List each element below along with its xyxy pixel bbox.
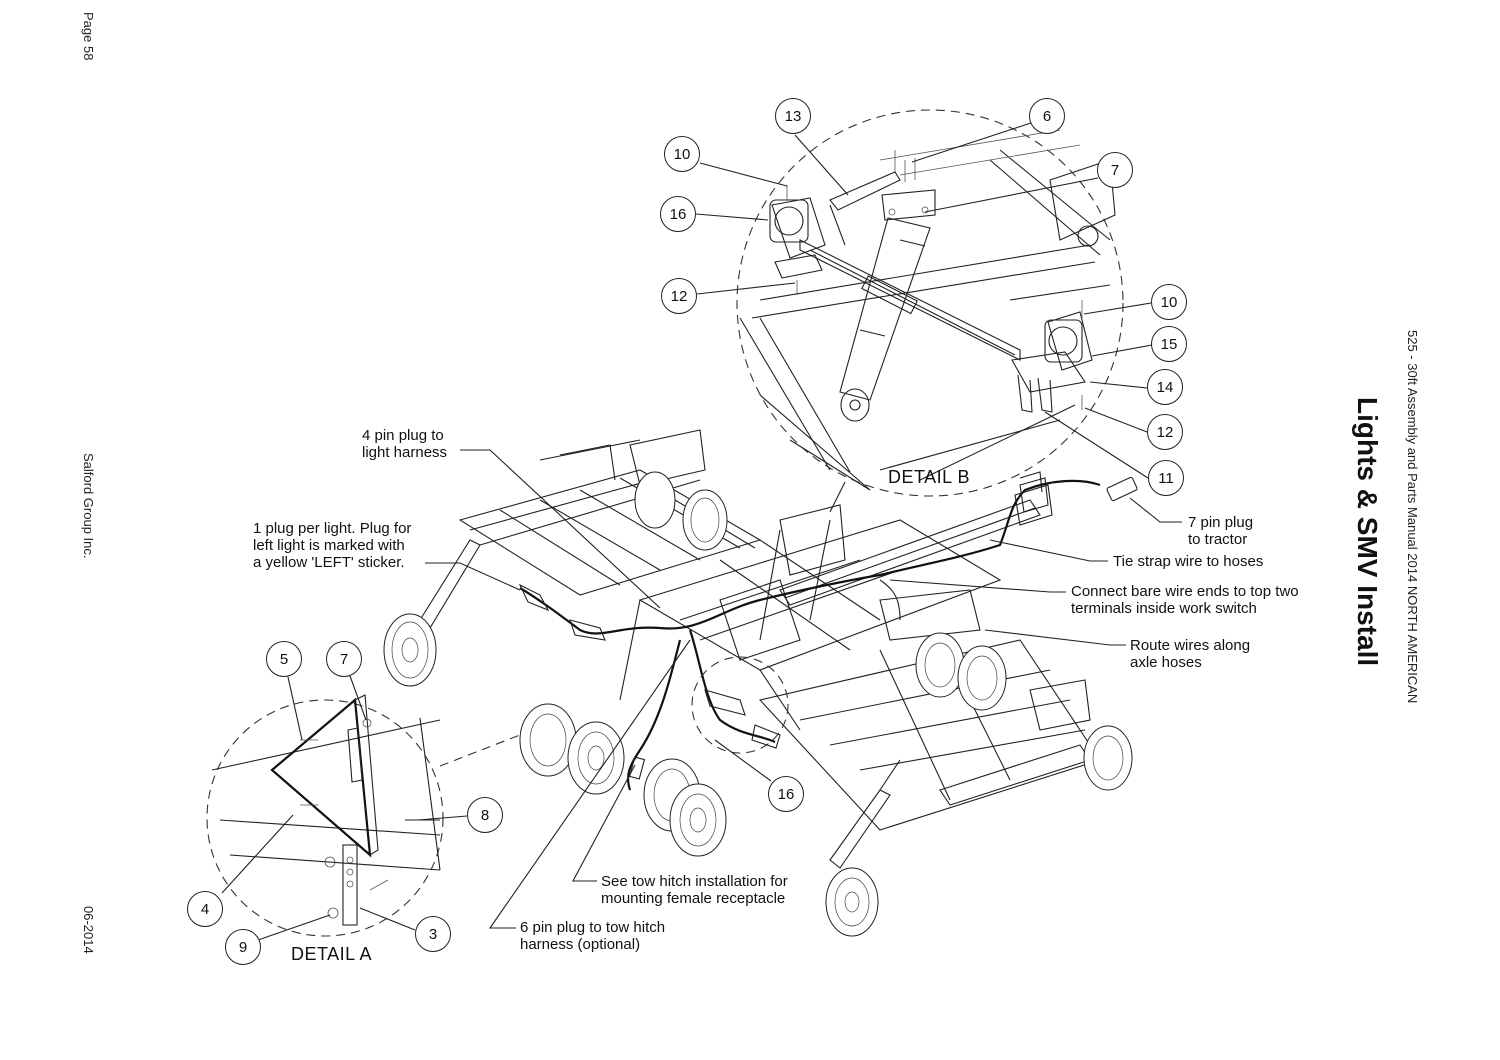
balloon-14: 14 [1147, 369, 1183, 405]
detail-a-source-marker [691, 656, 789, 754]
detail-b-light-bar [799, 171, 1021, 361]
balloon-8: 8 [467, 797, 503, 833]
balloon-10: 10 [1151, 284, 1187, 320]
tire-left-rear [383, 613, 437, 687]
tire-center-1 [519, 703, 577, 777]
leader-tow-hitch [572, 764, 636, 882]
balloon-7: 7 [1097, 152, 1133, 188]
manual-title: 525 - 30ft Assembly and Parts Manual 201… [1405, 330, 1420, 704]
callout-line: harness (optional) [520, 936, 641, 953]
center-frame [619, 504, 1002, 731]
callout-bare-wire: Connect bare wire ends to top two termin… [1071, 583, 1299, 617]
balloon-15: 15 [1151, 326, 1187, 362]
callout-plug-7pin: 7 pin plug to tractor [1188, 514, 1253, 548]
balloon-6: 6 [1029, 98, 1065, 134]
detail-b-boundary [736, 109, 1124, 497]
callout-line: left light is marked with [253, 537, 405, 554]
page-title: Lights & SMV Install [1352, 397, 1383, 667]
balloon-11: 11 [1148, 460, 1184, 496]
leader-bare-wire [889, 579, 1066, 593]
tire-left-upper [682, 489, 728, 551]
balloon-10: 10 [664, 136, 700, 172]
detail-a-leaders [221, 675, 468, 941]
detail-a-pointer [439, 734, 521, 767]
callout-line: 7 pin plug [1188, 514, 1254, 531]
tires [383, 471, 1133, 937]
main-machine [383, 429, 1138, 937]
detail-b-label: DETAIL B [888, 467, 971, 487]
callout-line: 6 pin plug to tow hitch [520, 919, 666, 936]
balloon-13: 13 [775, 98, 811, 134]
leader-plug-6pin [488, 639, 691, 929]
detail-b-leaders [695, 122, 1153, 479]
callout-line: Route wires along [1130, 637, 1251, 654]
tire-left-upper-2 [634, 471, 676, 529]
leader-balloon-16 [714, 739, 772, 782]
callout-line: Connect bare wire ends to top two [1071, 583, 1299, 600]
detail-b-view [695, 109, 1153, 513]
tire-right-2 [957, 645, 1007, 711]
callout-tie-strap: Tie strap wire to hoses [1113, 553, 1264, 570]
detail-a-label: DETAIL A [291, 944, 373, 964]
callout-line: a yellow 'LEFT' sticker. [253, 554, 405, 571]
leader-plug-per-light [425, 562, 521, 591]
detail-a-frame [211, 717, 441, 871]
tire-right-1 [915, 632, 965, 698]
detail-a-view [206, 675, 521, 941]
leader-route-wires [984, 629, 1126, 646]
detail-a-smv-sign [270, 694, 389, 926]
callout-plug-6pin: 6 pin plug to tow hitch harness (optiona… [520, 919, 665, 953]
wiring-harness [518, 476, 1138, 791]
balloon-7: 7 [326, 641, 362, 677]
leader-tie-strap [989, 539, 1108, 562]
balloon-4: 4 [187, 891, 223, 927]
callout-line: terminals inside work switch [1071, 600, 1257, 617]
right-wing-frame [758, 589, 1101, 831]
leader-plug-7pin [1129, 497, 1182, 523]
callout-leaders [425, 449, 1182, 929]
callout-line: to tractor [1188, 531, 1248, 548]
company-name: Salford Group Inc. [81, 453, 96, 559]
tire-center-4 [669, 783, 727, 857]
detail-b-right-light [1011, 300, 1093, 413]
revision-date: 06-2014 [81, 906, 96, 954]
callout-line: mounting female receptacle [601, 890, 786, 907]
leader-plug-4pin [460, 449, 661, 609]
callout-route-wires: Route wires along axle hoses [1130, 637, 1250, 671]
tire-center-2 [567, 721, 625, 795]
callout-plug-4pin: 4 pin plug to light harness [362, 427, 447, 461]
detail-b-frame [739, 129, 1111, 491]
tire-front [825, 867, 879, 937]
callout-line: 1 plug per light. Plug for [253, 520, 412, 537]
balloon-3: 3 [415, 916, 451, 952]
callout-line: light harness [362, 444, 448, 461]
detail-b-cylinder [839, 159, 1116, 422]
page-number: Page 58 [81, 12, 96, 61]
balloon-16: 16 [768, 776, 804, 812]
tire-right-outer [1083, 725, 1133, 791]
balloon-9: 9 [225, 929, 261, 965]
balloon-5: 5 [266, 641, 302, 677]
callout-tow-hitch: See tow hitch installation for mounting … [601, 873, 788, 907]
balloon-12: 12 [1147, 414, 1183, 450]
detail-a-boundary [206, 699, 444, 937]
callout-line: 4 pin plug to [362, 427, 444, 444]
callout-line: axle hoses [1130, 654, 1202, 671]
balloon-12: 12 [661, 278, 697, 314]
balloon-16: 16 [660, 196, 696, 232]
detail-b-left-light [769, 185, 826, 295]
detail-b-bolts [881, 150, 936, 221]
callout-plug-per-light: 1 plug per light. Plug for left light is… [253, 520, 411, 571]
callout-line: See tow hitch installation for [601, 873, 788, 890]
